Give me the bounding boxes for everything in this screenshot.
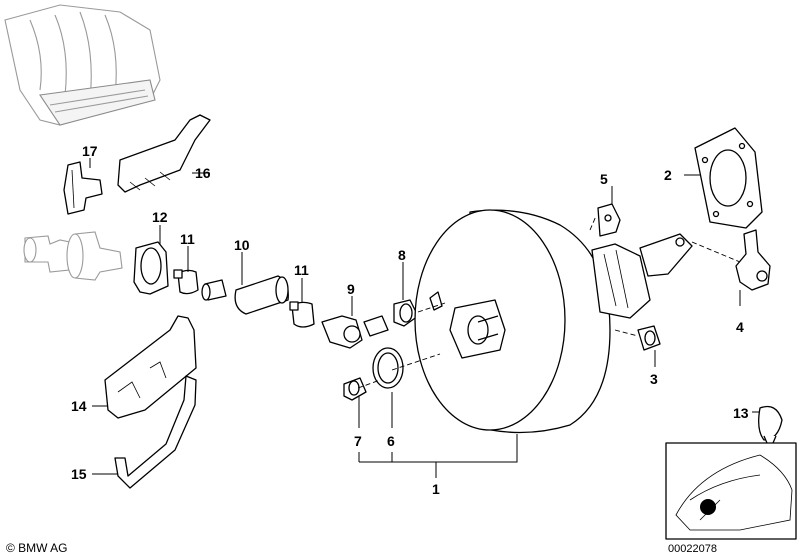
label-part-14: 14 [71,398,87,414]
guide-line [391,353,441,371]
guide-line [357,379,381,389]
nut-part-7 [343,377,367,401]
gasket-part-2 [694,127,763,229]
vacuum-connector-ghost [23,231,123,281]
nut-part-3 [637,325,661,351]
intake-manifold-ghost [4,4,161,126]
label-part-11a: 11 [180,231,195,247]
bracket-part-16 [117,114,211,193]
sealing-ring-part-6 [372,347,404,389]
label-part-12: 12 [152,209,168,225]
location-dot [700,499,716,515]
hose-part-15 [114,375,197,489]
label-part-11b: 11 [294,262,309,278]
check-valve-part-9 [321,315,389,349]
label-part-6: 6 [387,433,395,449]
label-part-2: 2 [664,167,672,183]
holder-part-14 [104,315,197,419]
label-part-3: 3 [650,371,658,387]
grommet-part-8 [393,299,419,327]
guide-line [417,302,446,313]
vehicle-location-inset [665,442,797,540]
label-part-4: 4 [736,319,744,335]
grommet-part-12 [133,241,169,295]
brake-servo-part-1 [414,209,693,434]
label-part-17: 17 [82,143,98,159]
label-part-8: 8 [398,247,406,263]
hose-clamp-part-11a [173,269,199,295]
leader-lines [89,158,760,478]
bracket-part-5 [597,203,621,237]
label-part-16: 16 [195,165,211,181]
label-part-9: 9 [347,281,355,297]
label-part-15: 15 [71,466,87,482]
lever-part-4 [735,229,771,291]
label-part-5: 5 [600,171,608,187]
hose-clamp-part-11b [289,301,315,328]
label-part-13: 13 [733,405,749,421]
reference-number: 00022078 [668,543,717,555]
label-part-7: 7 [354,433,362,449]
vacuum-hose-part-10 [234,275,289,315]
guide-line [589,215,597,231]
label-part-1: 1 [432,481,440,497]
guide-line [691,241,741,263]
label-part-10: 10 [234,237,250,253]
hose-sleeve [201,279,227,301]
copyright-text: © BMW AG [6,541,68,555]
clip-part-17 [63,161,103,215]
guide-line [614,329,639,337]
